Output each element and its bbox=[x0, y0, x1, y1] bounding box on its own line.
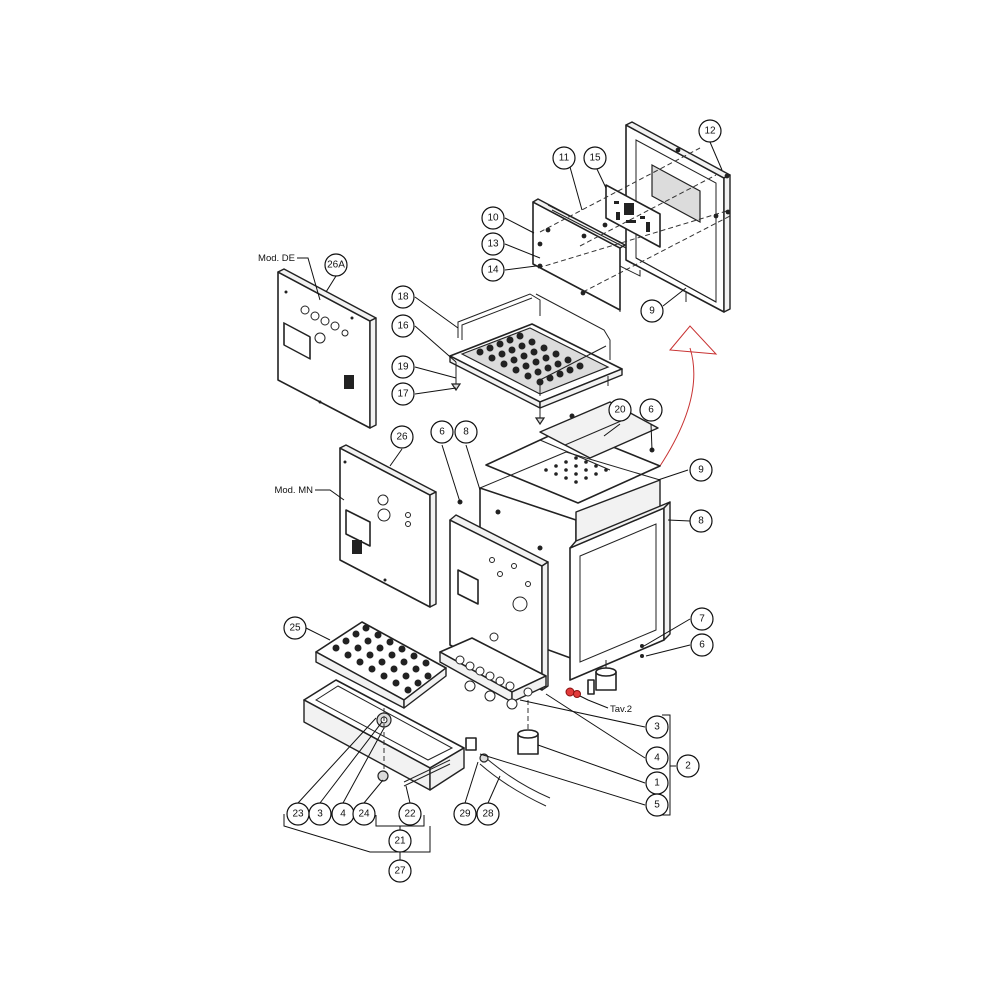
callout-26a: 26A bbox=[324, 253, 348, 277]
nameplate-text-block bbox=[614, 201, 650, 232]
callout-9-rear: 9 bbox=[640, 299, 664, 323]
callout-5: 5 bbox=[645, 793, 669, 817]
model-mn-label: Mod. MN bbox=[274, 485, 313, 496]
callout-23: 23 bbox=[286, 802, 310, 826]
svg-text:6: 6 bbox=[439, 427, 445, 438]
callout-6-top: 6 bbox=[639, 398, 663, 422]
svg-text:23: 23 bbox=[292, 809, 304, 820]
svg-text:17: 17 bbox=[397, 389, 409, 400]
svg-text:4: 4 bbox=[654, 753, 660, 764]
svg-text:9: 9 bbox=[698, 465, 704, 476]
callout-10: 10 bbox=[481, 206, 505, 230]
callout-21: 21 bbox=[388, 829, 412, 853]
callout-28: 28 bbox=[476, 802, 500, 826]
callout-2: 2 bbox=[676, 754, 700, 778]
svg-text:13: 13 bbox=[487, 239, 499, 250]
svg-text:6: 6 bbox=[699, 640, 705, 651]
callout-25: 25 bbox=[283, 616, 307, 640]
callout-24: 24 bbox=[352, 802, 376, 826]
callout-4-right: 4 bbox=[645, 746, 669, 770]
callout-6-left: 6 bbox=[430, 420, 454, 444]
callout-3-right: 3 bbox=[645, 715, 669, 739]
front-panel-mn bbox=[339, 444, 437, 608]
machine-body bbox=[439, 401, 671, 755]
grid-holes-top bbox=[476, 332, 584, 386]
svg-text:1: 1 bbox=[654, 778, 660, 789]
svg-text:5: 5 bbox=[654, 800, 660, 811]
svg-text:14: 14 bbox=[487, 265, 499, 276]
svg-text:12: 12 bbox=[704, 126, 716, 137]
svg-text:11: 11 bbox=[559, 153, 570, 164]
callout-13: 13 bbox=[481, 232, 505, 256]
callout-9-body: 9 bbox=[689, 458, 713, 482]
svg-text:25: 25 bbox=[289, 623, 301, 634]
callout-7: 7 bbox=[690, 607, 714, 631]
direction-arrow bbox=[659, 325, 718, 467]
callout-6-foot: 6 bbox=[690, 633, 714, 657]
callout-8-side: 8 bbox=[689, 509, 713, 533]
callouts: 12 11 15 10 13 14 9 26A 18 16 19 17 20 6… bbox=[283, 119, 722, 883]
front-panel-de bbox=[277, 268, 377, 429]
drip-tray bbox=[303, 679, 551, 807]
top-lid-vents bbox=[544, 456, 608, 484]
svg-text:6: 6 bbox=[648, 405, 654, 416]
callout-29: 29 bbox=[453, 802, 477, 826]
svg-text:19: 19 bbox=[397, 362, 409, 373]
callout-14: 14 bbox=[481, 258, 505, 282]
svg-text:28: 28 bbox=[482, 809, 494, 820]
cup-warmer-grid bbox=[449, 293, 623, 426]
svg-text:21: 21 bbox=[394, 836, 406, 847]
callout-12: 12 bbox=[698, 119, 722, 143]
callout-15: 15 bbox=[583, 146, 607, 170]
svg-text:8: 8 bbox=[463, 427, 469, 438]
callout-19: 19 bbox=[391, 355, 415, 379]
svg-text:22: 22 bbox=[404, 809, 416, 820]
callout-4-bottom: 4 bbox=[331, 802, 355, 826]
svg-text:3: 3 bbox=[317, 809, 323, 820]
svg-text:4: 4 bbox=[340, 809, 346, 820]
leader-lines bbox=[283, 141, 723, 860]
svg-text:15: 15 bbox=[589, 153, 601, 164]
callout-8-top: 8 bbox=[454, 420, 478, 444]
svg-text:10: 10 bbox=[487, 213, 499, 224]
callout-17: 17 bbox=[391, 382, 415, 406]
svg-text:26A: 26A bbox=[327, 260, 345, 271]
svg-text:16: 16 bbox=[397, 321, 409, 332]
callout-22: 22 bbox=[398, 802, 422, 826]
callout-27: 27 bbox=[388, 859, 412, 883]
svg-text:7: 7 bbox=[699, 614, 705, 625]
svg-text:2: 2 bbox=[685, 761, 691, 772]
svg-text:18: 18 bbox=[397, 292, 409, 303]
svg-text:3: 3 bbox=[654, 722, 660, 733]
callout-3-bottom: 3 bbox=[308, 802, 332, 826]
callout-18: 18 bbox=[391, 285, 415, 309]
drip-grid-holes bbox=[332, 624, 432, 694]
svg-text:26: 26 bbox=[396, 432, 408, 443]
callout-1: 1 bbox=[645, 771, 669, 795]
base-holes bbox=[455, 655, 533, 710]
svg-text:20: 20 bbox=[614, 405, 626, 416]
model-de-label: Mod. DE bbox=[258, 253, 295, 264]
svg-text:8: 8 bbox=[698, 516, 704, 527]
svg-text:24: 24 bbox=[358, 809, 370, 820]
callout-20: 20 bbox=[608, 398, 632, 422]
rear-panel-assembly bbox=[532, 121, 731, 313]
svg-text:29: 29 bbox=[459, 809, 471, 820]
callout-11: 11 bbox=[552, 146, 576, 170]
svg-text:27: 27 bbox=[394, 866, 406, 877]
svg-text:9: 9 bbox=[649, 306, 655, 317]
callout-26: 26 bbox=[390, 425, 414, 449]
tav-reference-label: Tav.2 bbox=[610, 704, 632, 715]
callout-16: 16 bbox=[391, 314, 415, 338]
drip-grid bbox=[315, 621, 447, 709]
